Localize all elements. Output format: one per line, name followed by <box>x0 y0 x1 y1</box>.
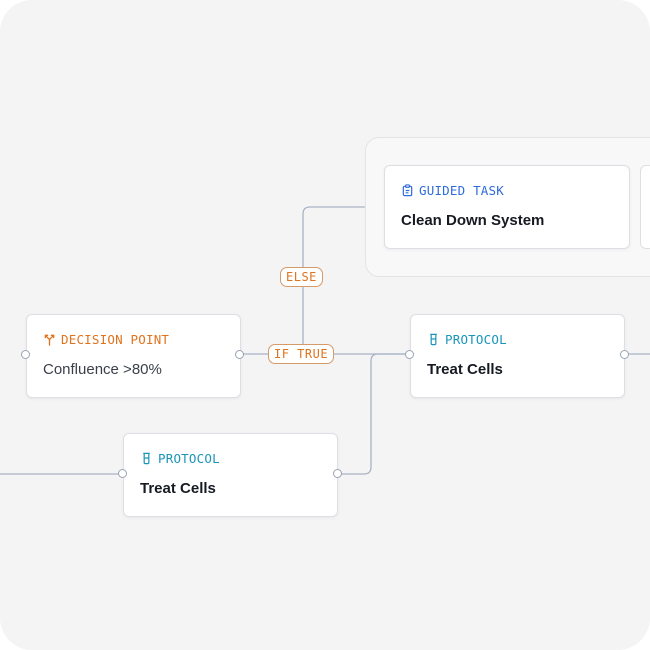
protocol-bottom-output-port[interactable] <box>333 469 342 478</box>
guided-task-kind-label: GUIDED TASK <box>419 183 504 198</box>
guided-task-title: Clean Down System <box>401 212 545 229</box>
else-branch-label[interactable]: ELSE <box>280 267 323 287</box>
protocol-bottom-title: Treat Cells <box>140 480 216 497</box>
adjacent-node-partial <box>640 165 650 249</box>
decision-point-node[interactable]: DECISION POINT Confluence >80% <box>26 314 241 398</box>
branch-icon <box>44 334 55 346</box>
decision-point-title: Confluence >80% <box>43 361 162 378</box>
protocol-bottom-input-port[interactable] <box>118 469 127 478</box>
decision-output-port[interactable] <box>235 350 244 359</box>
decision-input-port[interactable] <box>21 350 30 359</box>
protocol-bottom-kind-label: PROTOCOL <box>158 451 220 466</box>
if-true-branch-label[interactable]: IF TRUE <box>268 344 335 364</box>
protocol-top-output-port[interactable] <box>620 350 629 359</box>
protocol-bottom-kind: PROTOCOL <box>140 451 220 466</box>
protocol-top-kind: PROTOCOL <box>427 332 507 347</box>
guided-task-kind: GUIDED TASK <box>401 183 504 198</box>
protocol-top-kind-label: PROTOCOL <box>445 332 507 347</box>
edge-else-branch <box>302 206 368 354</box>
protocol-node-top[interactable]: PROTOCOL Treat Cells <box>410 314 625 398</box>
decision-point-kind: DECISION POINT <box>43 332 169 347</box>
guided-task-node[interactable]: GUIDED TASK Clean Down System <box>384 165 630 249</box>
clipboard-icon <box>402 184 413 197</box>
protocol-top-title: Treat Cells <box>427 361 503 378</box>
protocol-top-input-port[interactable] <box>405 350 414 359</box>
beaker-icon <box>143 452 150 465</box>
decision-point-kind-label: DECISION POINT <box>61 332 170 347</box>
beaker-icon <box>430 333 437 346</box>
protocol-node-bottom[interactable]: PROTOCOL Treat Cells <box>123 433 338 517</box>
edge-protocol-bottom-to-top <box>338 353 409 475</box>
